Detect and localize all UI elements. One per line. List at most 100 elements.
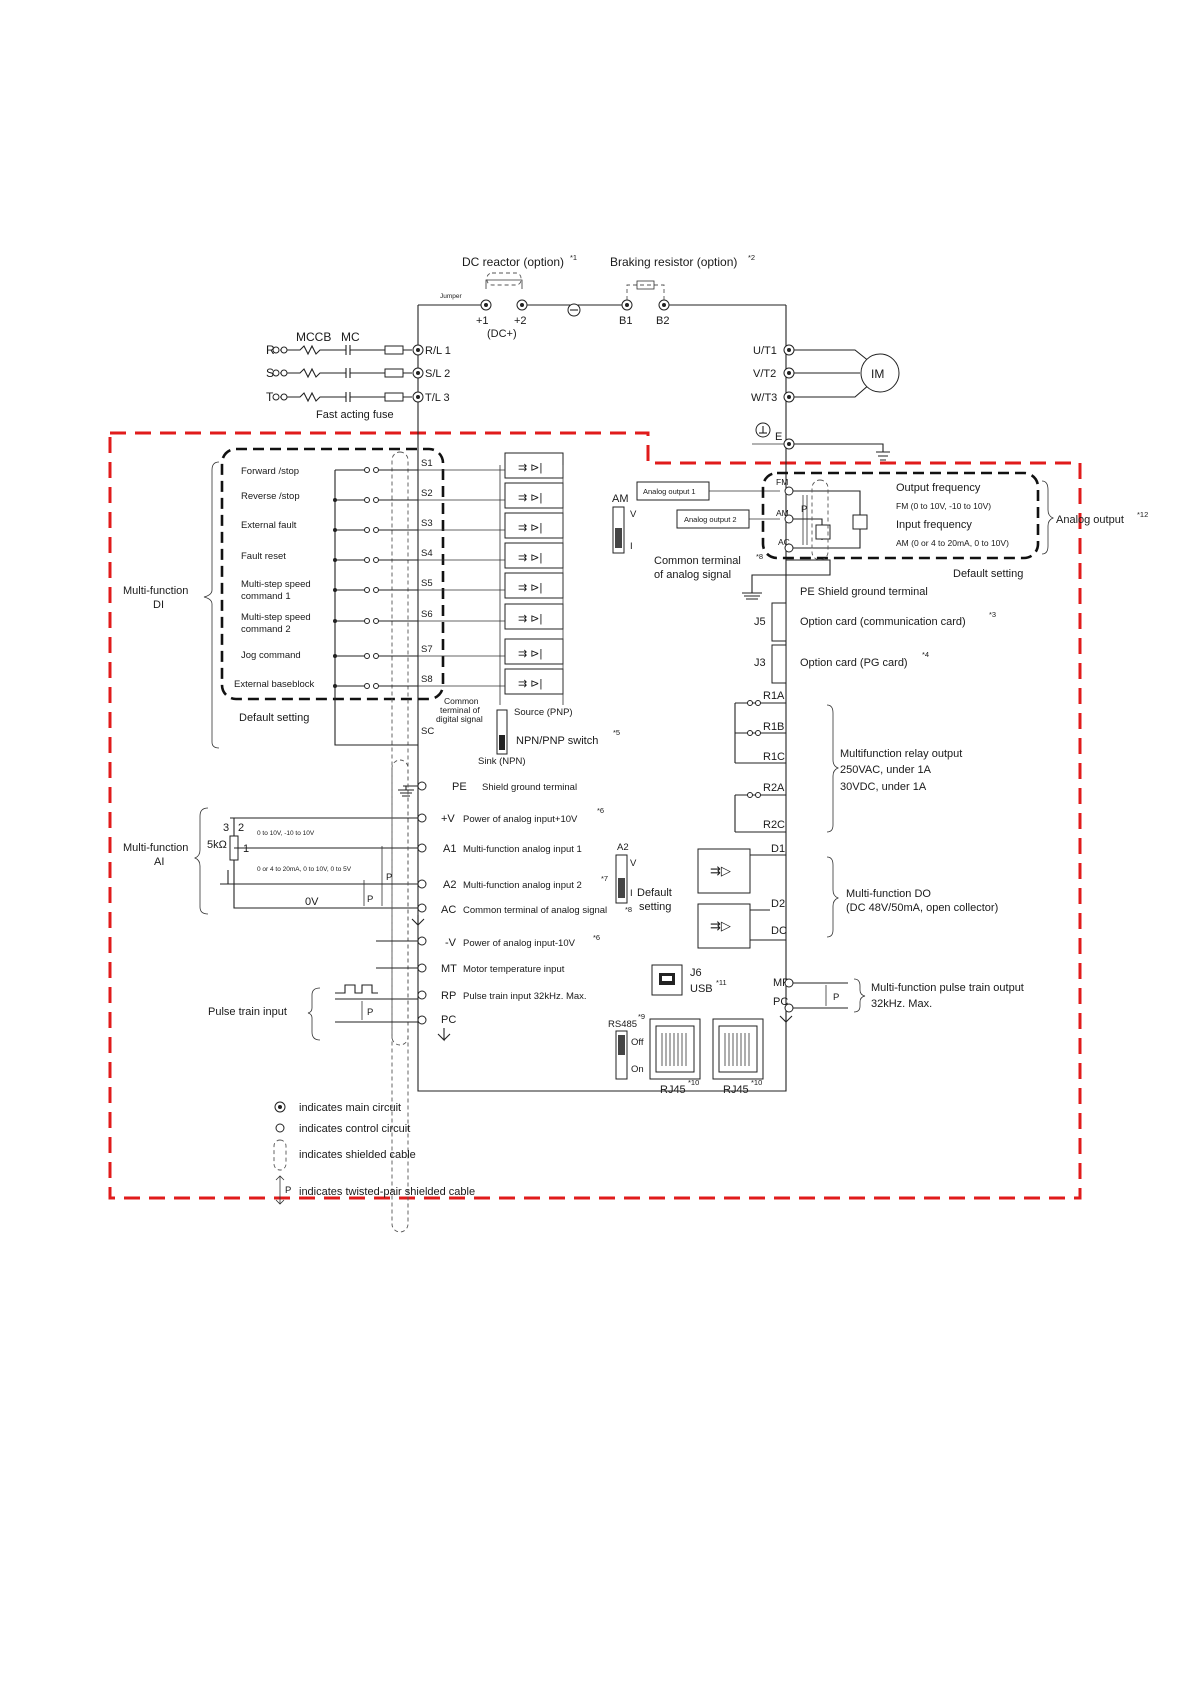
svg-text:B2: B2: [656, 315, 669, 327]
svg-text:P: P: [386, 872, 392, 883]
svg-text:Fast acting fuse: Fast acting fuse: [316, 409, 394, 421]
svg-text:0V: 0V: [305, 896, 319, 908]
svg-text:Multi-function analog input 1: Multi-function analog input 1: [463, 844, 582, 855]
di-row-s5: Multi-step speed command 1 S5: [241, 578, 433, 602]
svg-text:1: 1: [243, 843, 249, 855]
svg-text:PC: PC: [441, 1014, 456, 1026]
svg-text:DI: DI: [153, 599, 164, 611]
svg-text:FM (0 to 10V, -10 to 10V): FM (0 to 10V, -10 to 10V): [896, 501, 991, 511]
pulse-output: MP PC P Multi-function pulse train outpu…: [773, 977, 1024, 1024]
svg-text:Default: Default: [637, 887, 672, 899]
svg-text:PC: PC: [773, 996, 788, 1008]
svg-text:A1: A1: [443, 843, 456, 855]
svg-text:I: I: [630, 888, 633, 899]
svg-text:P: P: [833, 992, 839, 1003]
legend: indicates main circuit indicates control…: [273, 1101, 475, 1205]
svg-text:RP: RP: [441, 990, 456, 1002]
svg-text:indicates twisted-pair shielde: indicates twisted-pair shielded cable: [299, 1186, 475, 1198]
svg-text:⇉ ⊳|: ⇉ ⊳|: [518, 492, 542, 504]
di-default-box: [220, 447, 445, 701]
svg-text:Pulse train input 32kHz. Max.: Pulse train input 32kHz. Max.: [463, 991, 587, 1002]
svg-text:NPN/PNP switch: NPN/PNP switch: [516, 735, 598, 747]
svg-text:AM: AM: [612, 493, 629, 505]
svg-text:⇉ ⊳|: ⇉ ⊳|: [518, 462, 542, 474]
svg-text:P: P: [367, 894, 373, 905]
relay-outputs: R1A R1B R1C R2A R2C Multifunction relay …: [734, 690, 962, 833]
svg-text:AC: AC: [441, 904, 456, 916]
svg-text:2: 2: [238, 822, 244, 834]
svg-text:R: R: [266, 343, 275, 357]
svg-text:RS485: RS485: [608, 1019, 637, 1030]
svg-text:30VDC, under 1A: 30VDC, under 1A: [840, 781, 927, 793]
svg-text:J5: J5: [754, 616, 766, 628]
svg-text:Pulse train input: Pulse train input: [208, 1006, 287, 1018]
svg-text:Multi-step speed: Multi-step speed: [241, 612, 311, 623]
svg-text:MC: MC: [341, 330, 360, 344]
braking-resistor: Braking resistor (option) *2 B1 B2: [610, 253, 755, 327]
j3-connector[interactable]: [771, 644, 787, 684]
svg-text:Analog output 1: Analog output 1: [643, 487, 696, 496]
svg-text:*6: *6: [597, 806, 604, 815]
rj45-port-1[interactable]: RJ45 *10: [649, 1018, 701, 1096]
svg-text:Multi-function: Multi-function: [123, 842, 188, 854]
svg-text:S: S: [266, 366, 274, 380]
svg-text:Braking resistor (option): Braking resistor (option): [610, 255, 737, 269]
svg-text:MP: MP: [773, 977, 790, 989]
svg-text:*2: *2: [748, 253, 755, 262]
svg-text:*1: *1: [570, 253, 577, 262]
svg-text:Motor temperature input: Motor temperature input: [463, 964, 565, 975]
svg-text:R1C: R1C: [763, 751, 785, 763]
svg-text:R2C: R2C: [763, 819, 785, 831]
svg-text:+2: +2: [514, 315, 527, 327]
npn-pnp-switch[interactable]: [496, 709, 508, 755]
svg-text:terminal of: terminal of: [440, 705, 480, 715]
svg-text:S6: S6: [421, 609, 433, 620]
svg-text:USB: USB: [690, 983, 713, 995]
svg-text:(DC+): (DC+): [487, 328, 517, 340]
svg-text:PE Shield ground terminal: PE Shield ground terminal: [800, 586, 928, 598]
svg-text:*4: *4: [922, 650, 929, 659]
svg-text:S5: S5: [421, 578, 433, 589]
svg-text:Common terminal: Common terminal: [654, 555, 741, 567]
svg-text:Output frequency: Output frequency: [896, 482, 981, 494]
svg-text:DC reactor (option): DC reactor (option): [462, 255, 564, 269]
svg-text:S1: S1: [421, 458, 433, 469]
svg-text:Multi-step speed: Multi-step speed: [241, 579, 311, 590]
svg-text:S7: S7: [421, 644, 433, 655]
svg-text:*11: *11: [716, 978, 727, 987]
svg-text:Multi-function DO: Multi-function DO: [846, 888, 931, 900]
svg-text:S2: S2: [421, 488, 433, 499]
svg-text:*10: *10: [688, 1078, 699, 1087]
svg-text:Common: Common: [444, 696, 479, 706]
di-row-s3: External fault S3: [241, 518, 433, 533]
svg-text:250VAC, under 1A: 250VAC, under 1A: [840, 764, 932, 776]
di-row-s2: Reverse /stop S2: [241, 488, 433, 503]
analog-out-default-box: [761, 471, 1040, 560]
svg-text:⇉ ⊳|: ⇉ ⊳|: [518, 678, 542, 690]
svg-text:0 to 10V, -10 to 10V: 0 to 10V, -10 to 10V: [257, 830, 315, 837]
svg-text:P: P: [285, 1185, 291, 1196]
svg-text:command 1: command 1: [241, 591, 291, 602]
svg-text:*8: *8: [625, 905, 632, 914]
svg-text:-V: -V: [445, 937, 457, 949]
svg-text:⇉▷: ⇉▷: [710, 863, 731, 878]
svg-text:S8: S8: [421, 674, 433, 685]
svg-text:*6: *6: [593, 933, 600, 942]
svg-text:IM: IM: [871, 367, 884, 381]
di-row-s1: Forward /stop S1: [241, 458, 433, 477]
svg-text:D2: D2: [771, 898, 785, 910]
svg-text:(DC 48V/50mA, open collector): (DC 48V/50mA, open collector): [846, 902, 998, 914]
svg-text:*8: *8: [756, 552, 763, 561]
j5-connector[interactable]: [771, 602, 787, 642]
svg-text:J3: J3: [754, 657, 766, 669]
usb-port[interactable]: J6 USB *11: [651, 964, 727, 996]
svg-text:Analog output: Analog output: [1056, 514, 1124, 526]
svg-text:J6: J6: [690, 967, 702, 979]
svg-text:I: I: [630, 541, 633, 552]
svg-text:32kHz. Max.: 32kHz. Max.: [871, 998, 932, 1010]
svg-text:AM (0 or 4 to 20mA, 0 to 10V): AM (0 or 4 to 20mA, 0 to 10V): [896, 538, 1009, 548]
svg-text:⇉ ⊳|: ⇉ ⊳|: [518, 582, 542, 594]
ai-terminals: +V Power of analog input+10V *6 A1 Multi…: [376, 806, 608, 1042]
rj45-port-2[interactable]: RJ45 *10: [712, 1018, 764, 1096]
